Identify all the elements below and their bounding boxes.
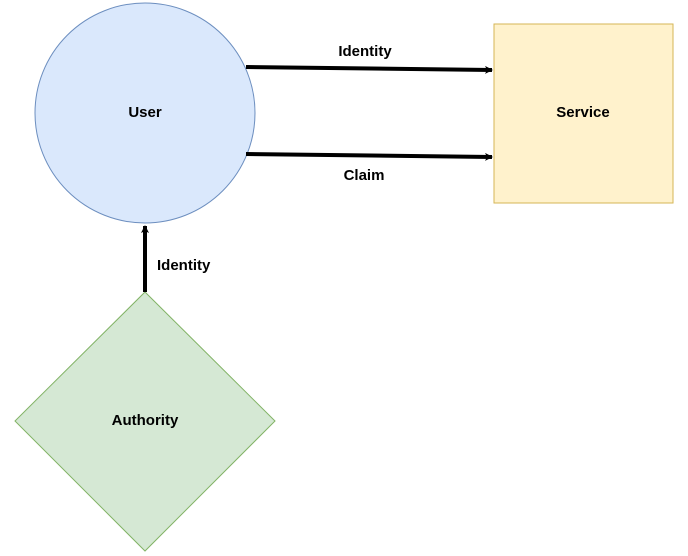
edge-authority-to-user-identity-label: Identity [157,257,211,274]
authority-node-shape [14,291,276,552]
user-node[interactable]: User [34,2,256,224]
authority-node-label: Authority [112,412,179,429]
service-node-label: Service [556,104,609,121]
user-node-label: User [128,104,162,121]
service-node-shape [493,23,674,204]
edge-authority-to-user-identity: Identity [141,225,211,292]
user-node-shape [34,2,256,224]
edge-user-to-service-claim-arrow [245,152,493,161]
edge-user-to-service-identity: Identity [245,43,493,74]
authority-node[interactable]: Authority [14,291,276,552]
edge-user-to-service-identity-arrow [245,65,493,74]
edge-user-to-service-identity-label: Identity [338,43,392,60]
edge-user-to-service-claim-label: Claim [344,167,385,184]
edge-user-to-service-claim: Claim [245,152,493,184]
service-node[interactable]: Service [493,23,674,204]
